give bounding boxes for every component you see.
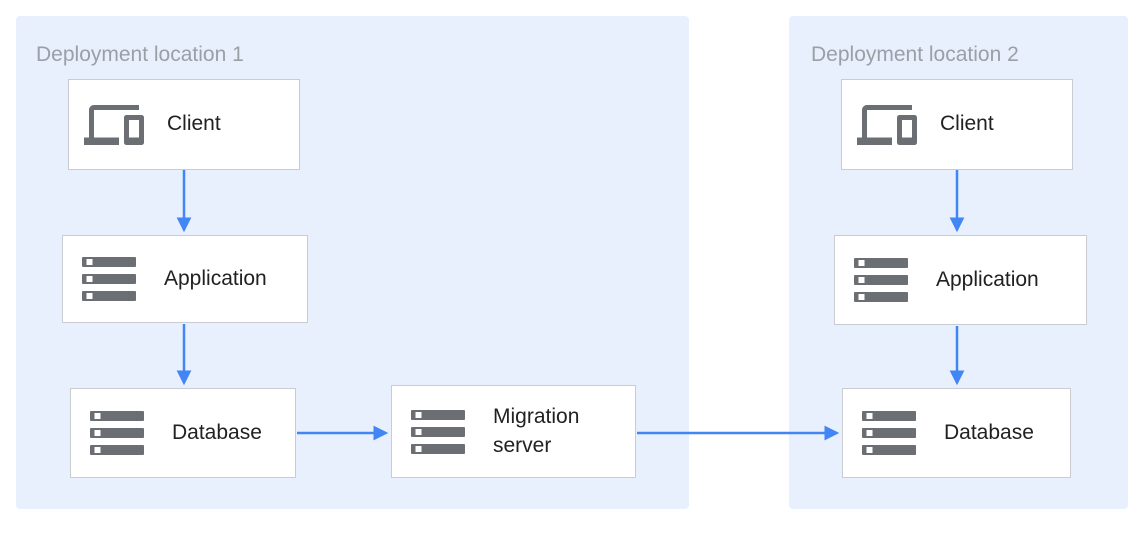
server-stack-icon (854, 258, 908, 302)
client-node-location1: Client (68, 79, 300, 170)
node-label: Migration server (493, 405, 580, 457)
node-label: Application (164, 266, 267, 290)
node-label: Client (167, 112, 221, 136)
migration-server-node: Migration server (391, 385, 636, 478)
server-stack-icon (90, 411, 144, 455)
node-label: Database (172, 420, 262, 444)
node-label: Database (944, 420, 1034, 444)
database-node-location2: Database (842, 388, 1071, 478)
application-node-location1: Application (62, 235, 308, 323)
server-stack-icon (411, 409, 465, 454)
devices-icon (83, 95, 145, 155)
node-label: Application (936, 267, 1039, 291)
client-node-location2: Client (841, 79, 1073, 170)
deployment-location-2-label: Deployment location 2 (811, 43, 1019, 66)
node-label: Client (940, 112, 994, 136)
deployment-location-1-label: Deployment location 1 (36, 43, 244, 66)
server-stack-icon (862, 411, 916, 455)
server-stack-icon (82, 257, 136, 301)
database-node-location1: Database (70, 388, 296, 478)
application-node-location2: Application (834, 235, 1087, 325)
devices-icon (856, 95, 918, 155)
